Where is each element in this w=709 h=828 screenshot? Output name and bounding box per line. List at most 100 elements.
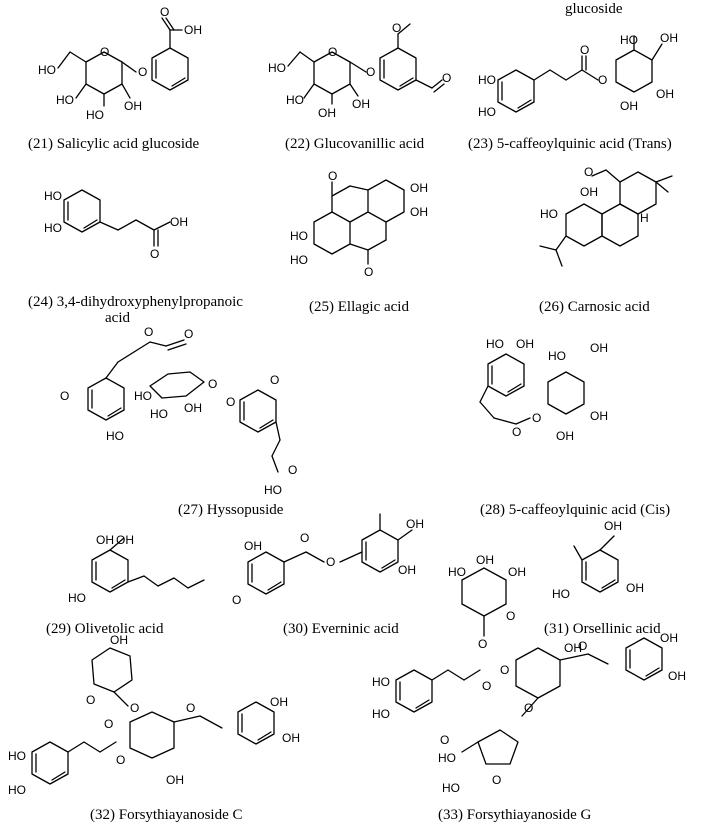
atom-label: HO [44,221,62,235]
top-ring-26 [619,171,657,215]
atom-label: O [442,71,451,85]
atom-label: OH [124,99,142,113]
atom-label: O [328,169,337,183]
right-ring-27 [239,389,277,433]
structure-29: OH OH HO [68,533,205,605]
right-ring-32 [237,701,275,745]
atom-label: O [364,265,373,279]
apiose-ring-33 [477,729,519,765]
atom-label: O [392,21,401,35]
structure-25: O O OH OH HO HO [290,169,428,279]
benzene-ring-29 [91,549,129,593]
right-ring-30 [361,529,399,573]
atom-label: OH [244,539,262,553]
structure-31: OH OH HO [552,519,644,601]
atom-label: O [578,639,587,653]
atom-label: H [640,211,649,225]
atom-label: O [100,45,109,59]
caption-24-line2: acid [105,310,130,326]
glucose-ring-32 [129,711,175,759]
caption-23: (23) 5-caffeoylquinic acid (Trans) [468,136,672,152]
atom-label: OH [352,97,370,111]
structure-26: O OH HO H [539,165,673,267]
caption-24-line1: (24) 3,4-dihydroxyphenylpropanoic [28,294,243,310]
atom-label: O [492,773,501,787]
structure-27: O O O O O HO HO HO OH O HO O [60,325,297,497]
structure-24: HO HO O OH [44,189,188,261]
structure-21: O O O OH HO HO HO OH [38,5,202,122]
atom-label: HO [134,389,152,403]
atom-label: O [366,65,375,79]
atom-label: HO [486,337,504,351]
atom-label: HO [478,105,496,119]
atom-label: O [288,463,297,477]
atom-label: HO [68,591,86,605]
atom-label: O [208,377,217,391]
atom-label: OH [282,731,300,745]
atom-label: OH [170,215,188,229]
atom-label: O [328,45,337,59]
atom-label: OH [410,205,428,219]
atom-label: OH [620,99,638,113]
atom-label: HO [540,207,558,221]
caption-21: (21) Salicylic acid glucoside [28,136,200,152]
benzene-ring-24 [63,189,101,233]
atom-label: OH [580,185,598,199]
quinic-ring-23 [615,49,653,93]
atom-label: O [104,717,113,731]
atom-label: O [580,43,589,57]
atom-label: O [186,701,195,715]
atom-label: O [300,531,309,545]
caption-33: (33) Forsythiayanoside G [438,807,592,823]
atom-label: O [232,593,241,607]
atom-label: OH [656,87,674,101]
atom-label: OH [410,181,428,195]
atom-label: O [150,247,159,261]
atom-label: HO [264,483,282,497]
caption-29: (29) Olivetolic acid [46,621,164,637]
atom-label: O [478,637,487,651]
rhamnose-ring-33 [461,567,507,617]
caffeoyl-ring-33 [395,669,433,713]
atom-label: O [500,663,509,677]
atom-label: OH [604,519,622,533]
atom-label: HO [44,189,62,203]
atom-label: OH [508,565,526,579]
atom-label: OH [184,23,202,37]
atom-label: HO [552,587,570,601]
atom-label: HO [478,73,496,87]
benzene-ring-31 [581,549,619,593]
atom-label: O [144,325,153,339]
atom-label: OH [476,553,494,567]
atom-label: OH [564,641,582,655]
atom-label: HO [56,93,74,107]
atom-label: O [116,753,125,767]
atom-label: O [326,555,335,569]
caption-32: (32) Forsythiayanoside C [90,807,243,823]
atom-label: O [506,609,515,623]
header-text: glucoside [565,1,623,17]
caffeoyl-ring-32 [31,741,69,785]
atom-label: OH [590,341,608,355]
atom-label: OH [556,429,574,443]
atom-label: HO [372,707,390,721]
rhamnose-ring-32 [91,647,133,693]
atom-label: OH [318,106,336,120]
atom-label: HO [86,108,104,122]
atom-label: O [482,679,491,693]
atom-label: OH [184,401,202,415]
atom-label: OH [110,633,128,647]
glucose-ring-33 [515,647,561,699]
atom-label: OH [668,669,686,683]
atom-label: HO [438,751,456,765]
caption-30: (30) Everninic acid [283,621,399,637]
atom-label: OH [660,31,678,45]
atom-label: OH [166,773,184,787]
sugar-ring-27 [149,371,205,399]
aromatic-ring-26 [565,203,603,247]
atom-label: HO [548,349,566,363]
benzene-ring-21 [151,47,189,91]
atom-label: O [270,373,279,387]
